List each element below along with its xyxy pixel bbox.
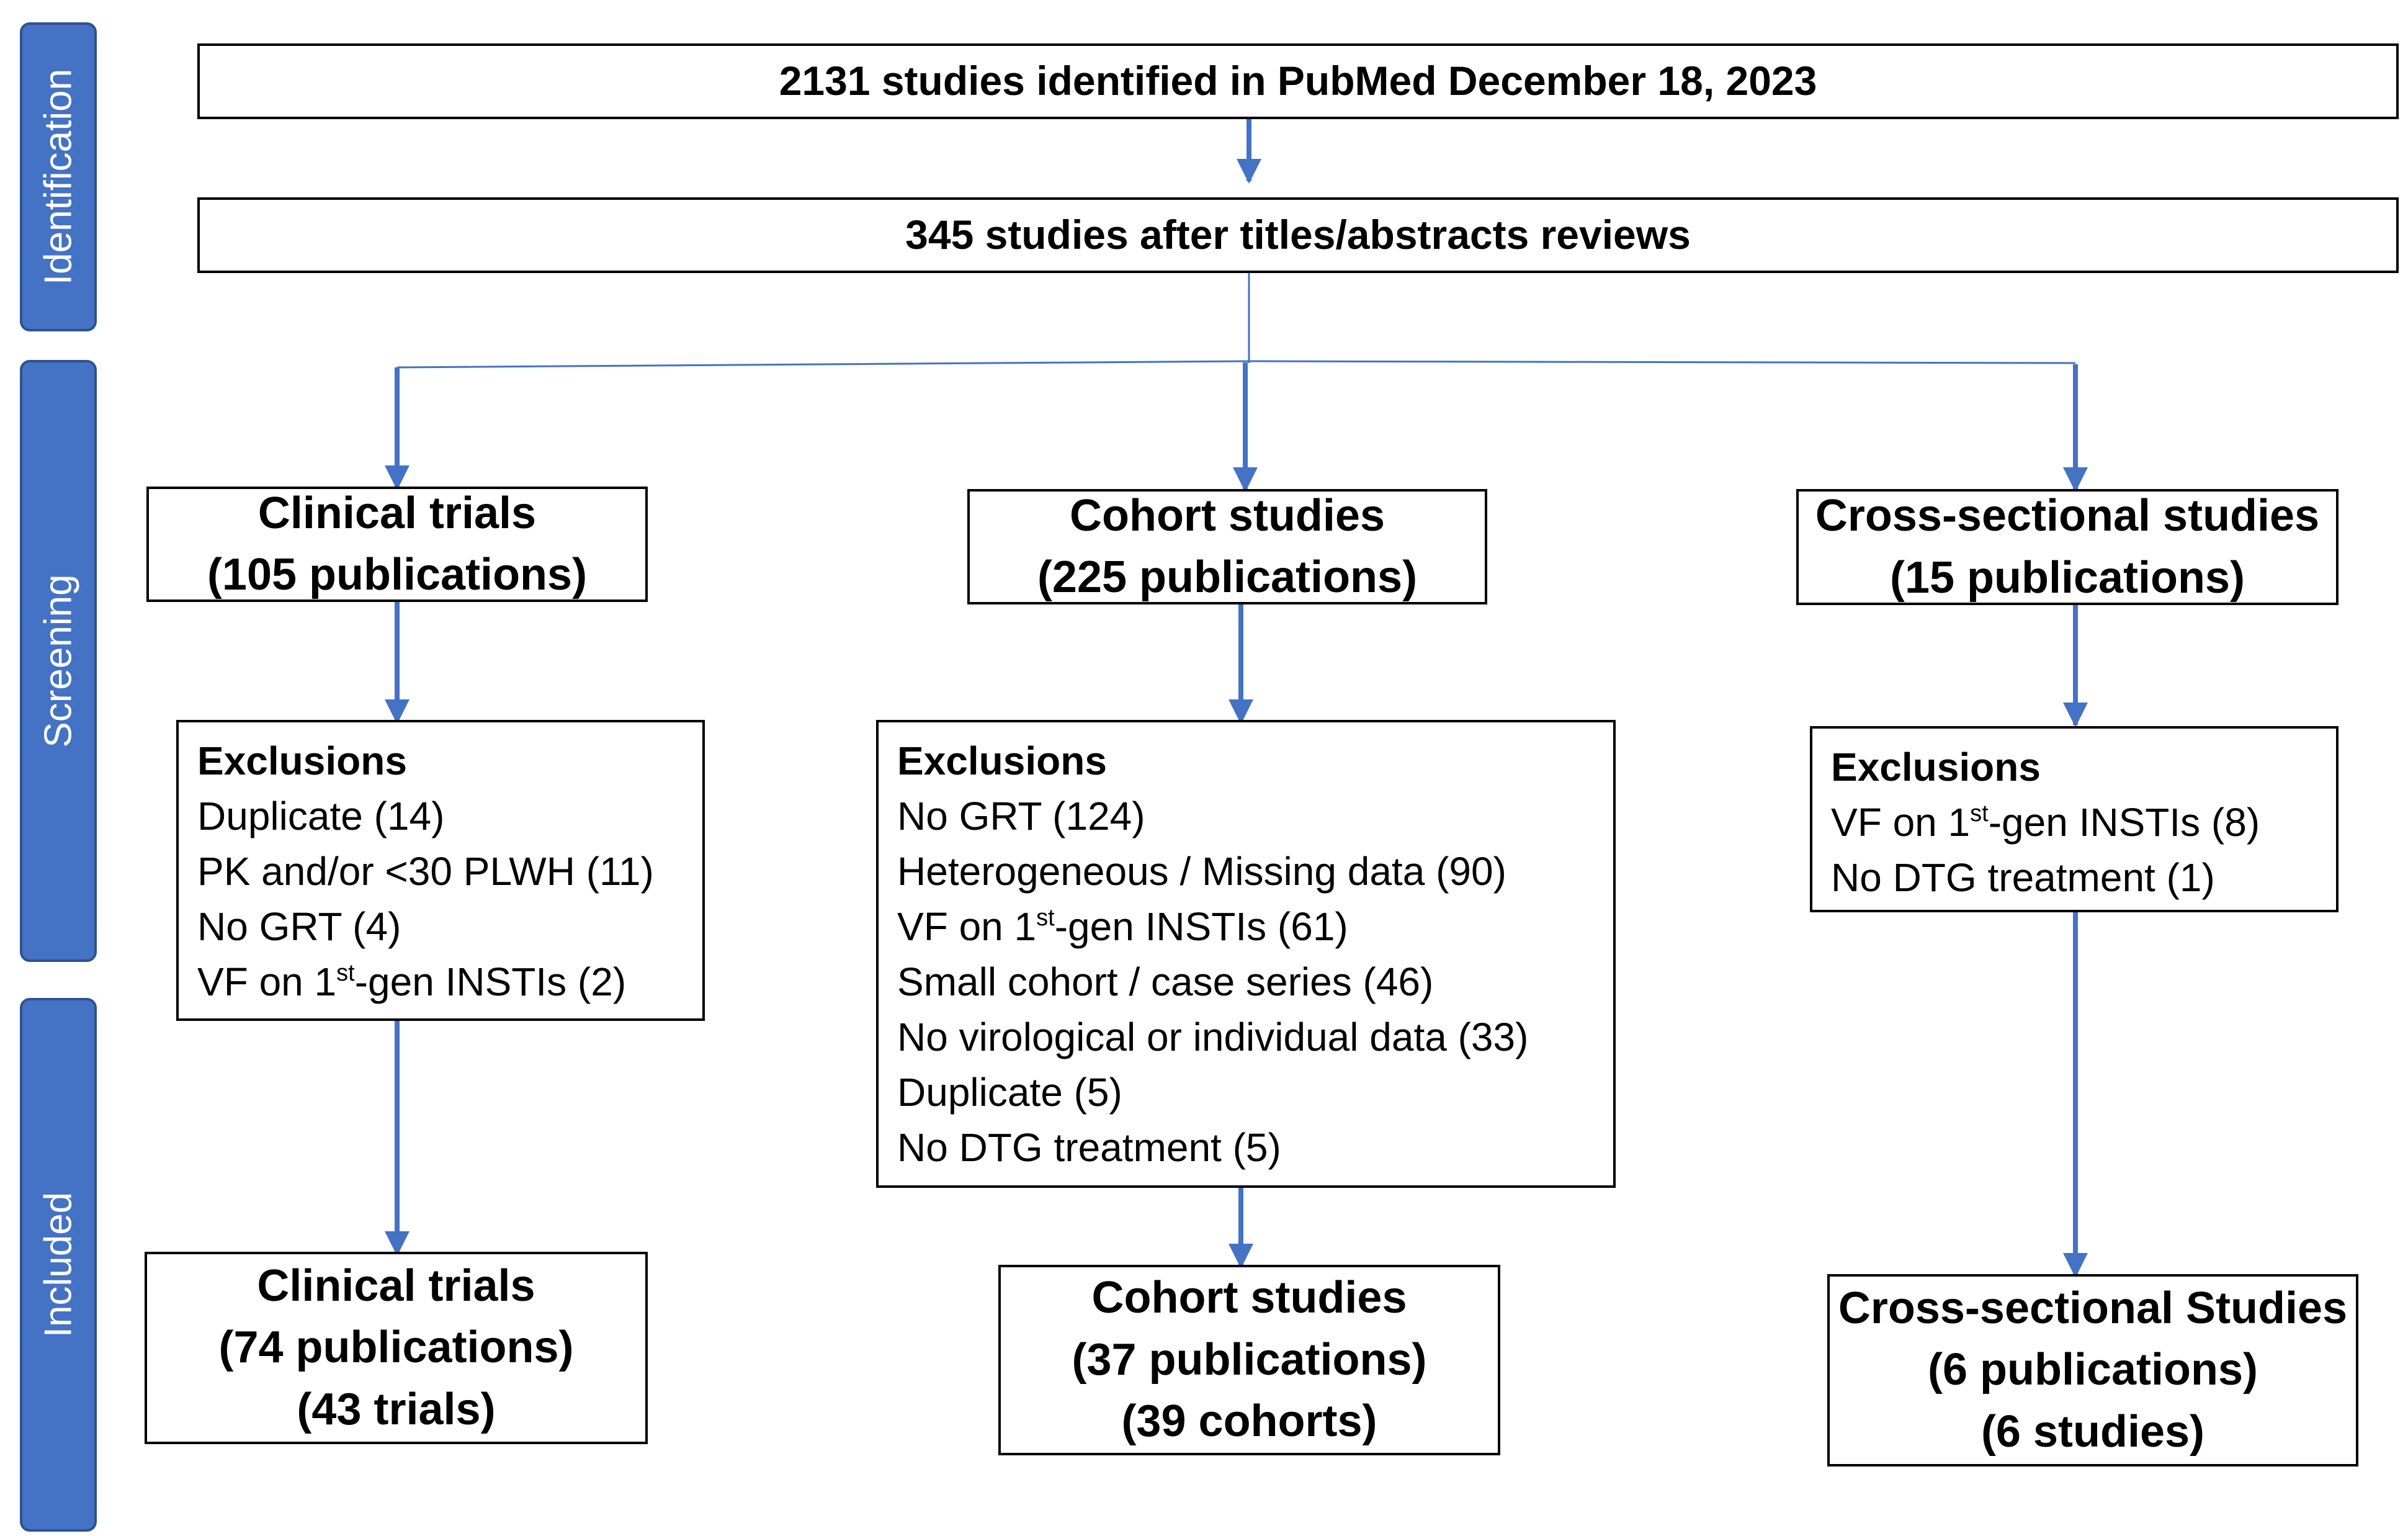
included-box-clinical-trials: Clinical trials (74 publications) (43 tr… xyxy=(145,1252,648,1444)
included-title: Clinical trials xyxy=(257,1260,535,1311)
exclusions-box-cross-sectional: Exclusions VF on 1st-gen INSTIs (8) No D… xyxy=(1810,726,2339,912)
screen-count: (225 publications) xyxy=(1037,552,1418,602)
exclusions-heading: Exclusions xyxy=(1831,745,2041,789)
screen-box-cross-sectional: Cross-sectional studies (15 publications… xyxy=(1796,489,2339,605)
after-review-text: 345 studies after titles/abstracts revie… xyxy=(905,212,1691,258)
identified-text: 2131 studies identified in PubMed Decemb… xyxy=(779,58,1817,104)
phase-bar-screening: Screening xyxy=(20,360,97,962)
phase-bar-included: Included xyxy=(20,998,97,1532)
exclusion-item: PK and/or <30 PLWH (11) xyxy=(197,849,654,894)
included-box-cohort-studies: Cohort studies (37 publications) (39 coh… xyxy=(998,1265,1500,1455)
screen-box-cohort-studies: Cohort studies (225 publications) xyxy=(967,489,1487,604)
included-units: (43 trials) xyxy=(297,1384,496,1434)
included-units: (39 cohorts) xyxy=(1121,1396,1377,1447)
exclusion-item: No GRT (124) xyxy=(897,794,1145,838)
included-box-cross-sectional: Cross-sectional Studies (6 publications)… xyxy=(1827,1274,2358,1466)
exclusion-item: No DTG treatment (5) xyxy=(897,1125,1281,1170)
exclusions-box-clinical-trials: Exclusions Duplicate (14) PK and/or <30 … xyxy=(176,720,705,1021)
included-title: Cross-sectional Studies xyxy=(1838,1283,2348,1333)
included-publications: (37 publications) xyxy=(1072,1334,1427,1385)
exclusion-item: VF on 1st-gen INSTIs (2) xyxy=(197,959,627,1004)
exclusions-heading: Exclusions xyxy=(897,739,1107,783)
screen-title: Cohort studies xyxy=(1069,490,1385,541)
screen-count: (15 publications) xyxy=(1889,552,2245,603)
included-title: Cohort studies xyxy=(1091,1273,1407,1323)
exclusions-heading: Exclusions xyxy=(197,739,407,783)
exclusion-item: VF on 1st-gen INSTIs (8) xyxy=(1831,800,2260,845)
screen-count: (105 publications) xyxy=(207,550,588,600)
exclusions-box-cohort-studies: Exclusions No GRT (124) Heterogeneous / … xyxy=(876,720,1616,1188)
exclusion-item: Heterogeneous / Missing data (90) xyxy=(897,849,1506,894)
included-publications: (6 publications) xyxy=(1927,1345,2258,1395)
identified-box: 2131 studies identified in PubMed Decemb… xyxy=(197,43,2399,119)
screen-title: Cross-sectional studies xyxy=(1815,491,2320,541)
exclusion-item: No DTG treatment (1) xyxy=(1831,855,2215,900)
exclusion-item: Duplicate (14) xyxy=(197,794,445,838)
phase-bar-identification: Identification xyxy=(20,22,97,331)
branch-horizontal xyxy=(396,360,2076,369)
exclusion-item: Small cohort / case series (46) xyxy=(897,959,1434,1004)
exclusion-item: No virological or individual data (33) xyxy=(897,1015,1529,1059)
included-units: (6 studies) xyxy=(1981,1406,2205,1457)
screen-box-clinical-trials: Clinical trials (105 publications) xyxy=(146,487,648,602)
exclusion-item: No GRT (4) xyxy=(197,904,401,949)
exclusion-item: Duplicate (5) xyxy=(897,1070,1122,1115)
exclusion-item: VF on 1st-gen INSTIs (61) xyxy=(897,904,1348,949)
included-publications: (74 publications) xyxy=(218,1323,574,1373)
screen-title: Clinical trials xyxy=(257,488,537,538)
after-review-box: 345 studies after titles/abstracts revie… xyxy=(197,197,2399,273)
